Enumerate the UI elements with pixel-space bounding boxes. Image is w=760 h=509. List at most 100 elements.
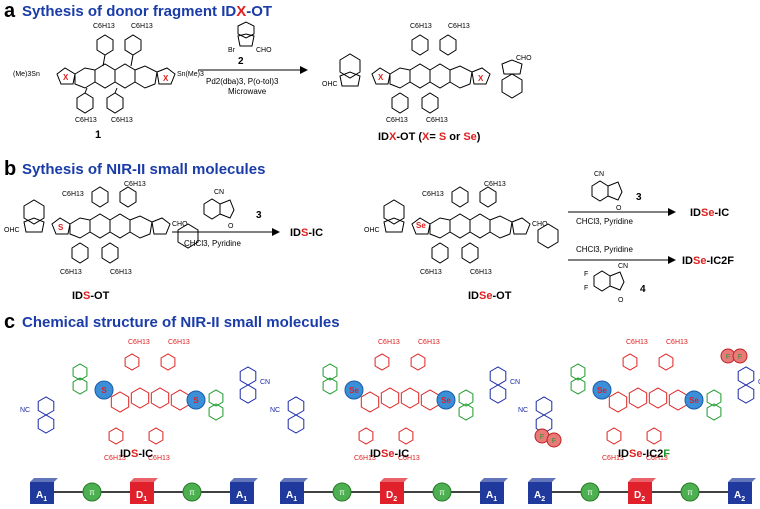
- alkyl-label: C6H13: [646, 455, 668, 462]
- alkyl-p1: C6H13: [410, 23, 432, 30]
- conditions-b2: CHCl3, Pyridine: [576, 217, 633, 226]
- conditions-a-1: Pd2(dba)3, P(o-tol)3: [206, 77, 279, 86]
- block-subscript: 1: [293, 496, 297, 503]
- pi-bridge-label: π: [687, 488, 693, 497]
- reagent-3-structure-2: CN O: [591, 171, 623, 212]
- block-subscript: 2: [393, 496, 397, 503]
- reagent-3-number-2: 3: [636, 192, 642, 203]
- idse-ohc: OHC: [364, 227, 380, 234]
- phenyl-ring: [108, 427, 124, 445]
- phenyl-ring: [398, 427, 414, 445]
- alkyl-label: C6H13: [398, 455, 420, 462]
- idse-ic-label: IDSe-IC: [690, 207, 729, 219]
- panel-b: b Sythesis of NIR-II small molecules S O…: [4, 158, 734, 304]
- pi-bridge-label: π: [439, 488, 445, 497]
- conditions-b1: CHCl3, Pyridine: [184, 239, 241, 248]
- pi-bridge-label: π: [89, 488, 95, 497]
- dioxane-ring: [72, 363, 88, 381]
- block-label: D2: [386, 490, 397, 503]
- pi-bridge-circle: [82, 482, 102, 502]
- alkyl-p4: C6H13: [426, 117, 448, 124]
- block-letter: D: [136, 490, 143, 501]
- r4-o: O: [618, 297, 624, 304]
- r3-o-label-1: O: [228, 223, 234, 230]
- thiophene-ring: [570, 377, 586, 395]
- block-top-face: [230, 478, 258, 482]
- arrowhead-a: [300, 66, 308, 74]
- phenyl-ring: [410, 353, 426, 371]
- name-part: S: [131, 448, 138, 460]
- phenyl-ring: [622, 353, 638, 371]
- phenyl-ring: [124, 353, 140, 371]
- ids-ot-label: IDS-OT: [72, 290, 110, 302]
- conditions-a-2: Microwave: [228, 87, 267, 96]
- alkyl-label: C6H13: [168, 339, 190, 346]
- phenyl-ring: [148, 427, 164, 445]
- acceptor-ring: [239, 366, 257, 386]
- thiophene-ring: [208, 403, 224, 421]
- block-label: A1: [236, 490, 247, 503]
- name-part: ID: [120, 448, 131, 460]
- hetero-x-right: X: [163, 74, 169, 83]
- molecule-2-name: IDSe-IC: [370, 448, 409, 460]
- product-x-left: X: [378, 73, 384, 82]
- block-label: A1: [36, 490, 47, 503]
- heteroatom-label: Se: [441, 396, 451, 405]
- core-ring: [420, 389, 440, 411]
- nc-label: NC: [270, 407, 280, 414]
- ids-ic-label: IDS-IC: [290, 227, 323, 239]
- ids-alkyl-1: C6H13: [62, 191, 84, 198]
- arrowhead-b2: [668, 208, 676, 216]
- core-ring: [150, 387, 170, 409]
- core-ring: [110, 391, 130, 413]
- alkyl-1a: C6H13: [93, 23, 115, 30]
- phenyl-ring: [358, 427, 374, 445]
- reagent-2-structure: Br CHO: [228, 21, 272, 54]
- panel-a-letter: a: [4, 0, 16, 22]
- dioxane-ring: [706, 389, 722, 407]
- donor-block: [628, 482, 652, 504]
- core-ring: [400, 387, 420, 409]
- alkyl-p2: C6H13: [448, 23, 470, 30]
- r3-o-label-2: O: [616, 205, 622, 212]
- acceptor-benzo-ring: [489, 384, 507, 404]
- pi-bridge-circle: [580, 482, 600, 502]
- pi-bridge-label: π: [189, 488, 195, 497]
- idx-ot-label: IDX-OT (X= S or Se): [378, 131, 481, 143]
- pi-bridge-circle: [332, 482, 352, 502]
- block-letter: A: [734, 490, 741, 501]
- pi-bridge-circle: [680, 482, 700, 502]
- r4-f-1: F: [584, 271, 588, 278]
- block-label: A2: [734, 490, 745, 503]
- arrowhead-b1: [272, 228, 280, 236]
- acceptor-block: [528, 482, 552, 504]
- molecule-1-name: IDS-IC: [120, 448, 153, 460]
- fluorine-label: F: [726, 354, 730, 361]
- block-top-face: [30, 478, 58, 482]
- pi-bridge-label: π: [339, 488, 345, 497]
- alkyl-label: C6H13: [148, 455, 170, 462]
- product-cho: CHO: [516, 55, 532, 62]
- reagent-4-number: 4: [640, 284, 646, 295]
- core-ring: [648, 387, 668, 409]
- block-subscript: 2: [741, 496, 745, 503]
- cn-label: CN: [260, 379, 270, 386]
- acceptor-block: [230, 482, 254, 504]
- product-x-right: X: [478, 74, 484, 83]
- block-subscript: 1: [493, 496, 497, 503]
- r3-cn-label-2: CN: [594, 171, 604, 178]
- heteroatom-sphere: [344, 380, 364, 400]
- idse-alkyl-2: C6H13: [484, 181, 506, 188]
- idx-ot-structure: X X OHC CHO C6H13 C6H13 C6H13 C6H13: [322, 23, 532, 124]
- ids-ot-structure: S OHC CHO C6H13 C6H13 C6H13 C6H13: [4, 181, 199, 276]
- block-label: D2: [634, 490, 645, 503]
- core-ring: [628, 387, 648, 409]
- block-letter: D: [386, 490, 393, 501]
- ids-cho: CHO: [172, 221, 188, 228]
- fluorine-label: F: [540, 434, 544, 441]
- name-part: -IC2: [642, 448, 663, 460]
- block-letter: A: [534, 490, 541, 501]
- acceptor-block: [30, 482, 54, 504]
